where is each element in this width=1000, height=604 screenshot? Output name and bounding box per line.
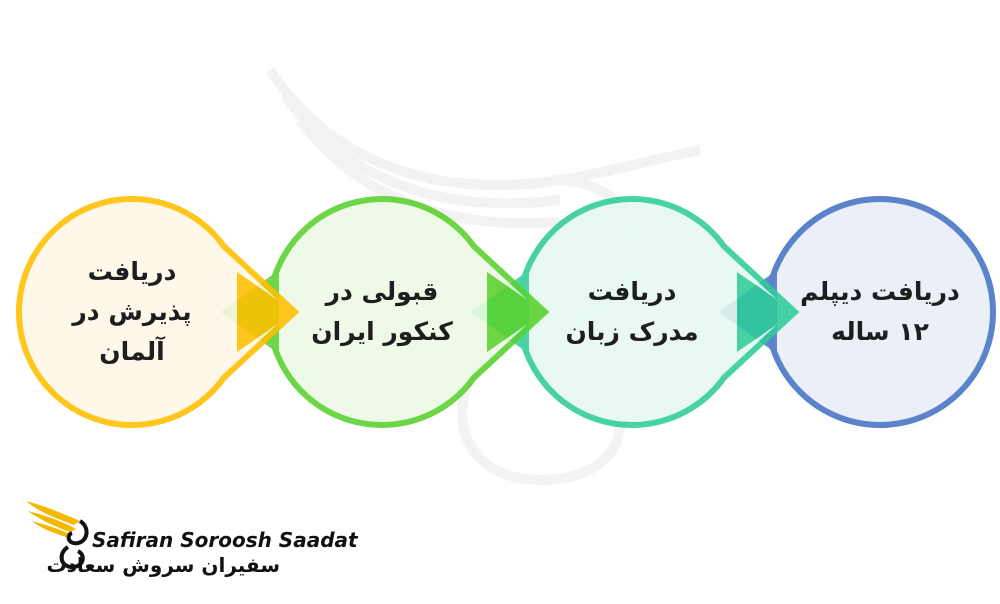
step-pointer: [237, 272, 295, 352]
step-label-germany: دریافت پذیرش در آلمان: [72, 257, 192, 366]
step-label-language: دریافت مدرک زبان: [565, 277, 699, 346]
step-shape: [16, 196, 300, 428]
step-pointer: [487, 272, 545, 352]
logo-name-en: Safiran Soroosh Saadat: [92, 528, 358, 552]
step-germany: [16, 196, 300, 428]
step-label-diploma: دریافت دیپلم ۱۲ ساله: [800, 277, 960, 346]
step-pointer: [737, 272, 795, 352]
logo-name-fa: سفیران سروش سعادت: [46, 553, 281, 577]
swan-wing-icon: [26, 501, 89, 570]
step-label-konkur: قبولی در کنکور ایران: [311, 277, 453, 346]
steps-layer: [16, 196, 996, 428]
